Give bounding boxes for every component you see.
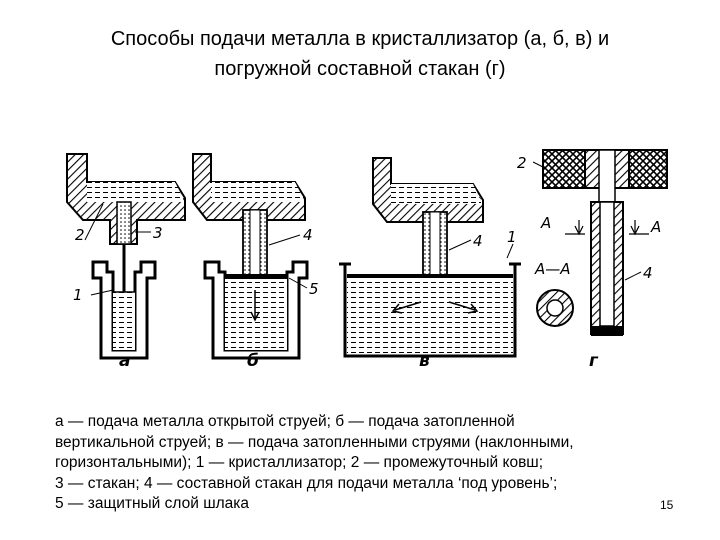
label-b-5: 5 <box>309 280 319 298</box>
casting-diagram: 2 3 1 а 4 5 б 4 1 в <box>66 149 668 371</box>
label-a-3: 3 <box>153 224 163 242</box>
caption-line-2: вертикальной струей; в — подача затоплен… <box>55 433 574 451</box>
scheme-g: 2 А А А—А 4 г <box>517 149 668 371</box>
mold-b <box>203 260 309 360</box>
label-b-4: 4 <box>303 226 313 244</box>
label-v-1: 1 <box>507 228 517 246</box>
page-number: 15 <box>660 498 674 512</box>
caption-line-3: горизонтальными); 1 — кристаллизатор; 2 … <box>55 454 544 471</box>
label-sub-g: г <box>589 351 599 371</box>
slag-layer-b <box>225 274 287 279</box>
tundish-g-right <box>628 149 668 189</box>
figure-caption: а — подача металла открытой струей; б — … <box>55 412 665 515</box>
title-line-1: Способы подачи металла в кристаллизатор … <box>110 28 610 50</box>
mold-v <box>339 262 521 358</box>
mold-b-metal <box>225 279 287 350</box>
label-a-1: 1 <box>73 286 83 304</box>
mold-a <box>91 260 157 360</box>
scheme-a: 2 3 1 а <box>66 153 186 371</box>
nozzle-a <box>116 201 132 245</box>
label-a-2: 2 <box>75 226 85 244</box>
label-g-4: 4 <box>643 264 653 282</box>
scheme-v: 4 1 в <box>339 157 521 371</box>
slide-title: Способы подачи металла в кристаллизатор … <box>20 24 700 84</box>
caption-line-5: 5 — защитный слой шлака <box>55 495 250 512</box>
tundish-g-left <box>542 149 586 189</box>
caption-line-4: 3 — стакан; 4 — составной стакан для под… <box>55 474 558 492</box>
caption-line-1: а — подача металла открытой струей; б — … <box>55 413 515 430</box>
label-sub-v: в <box>419 351 430 371</box>
mold-v-metal <box>347 276 513 354</box>
mold-a-metal <box>113 292 135 350</box>
label-v-4: 4 <box>473 232 483 250</box>
scheme-b: 4 5 б <box>192 153 319 371</box>
label-sub-a: а <box>119 351 130 371</box>
label-sub-b: б <box>247 351 259 371</box>
label-g-cut-left: А <box>540 214 551 232</box>
tundish-b-liquid <box>211 182 303 202</box>
title-line-2: погружной составной стакан (г) <box>214 58 506 80</box>
tundish-a-liquid <box>87 182 183 202</box>
tundish-v-liquid <box>391 184 481 204</box>
label-g-cut-right: А <box>650 218 661 236</box>
label-g-2: 2 <box>517 154 527 172</box>
label-g-section: А—А <box>534 260 571 278</box>
